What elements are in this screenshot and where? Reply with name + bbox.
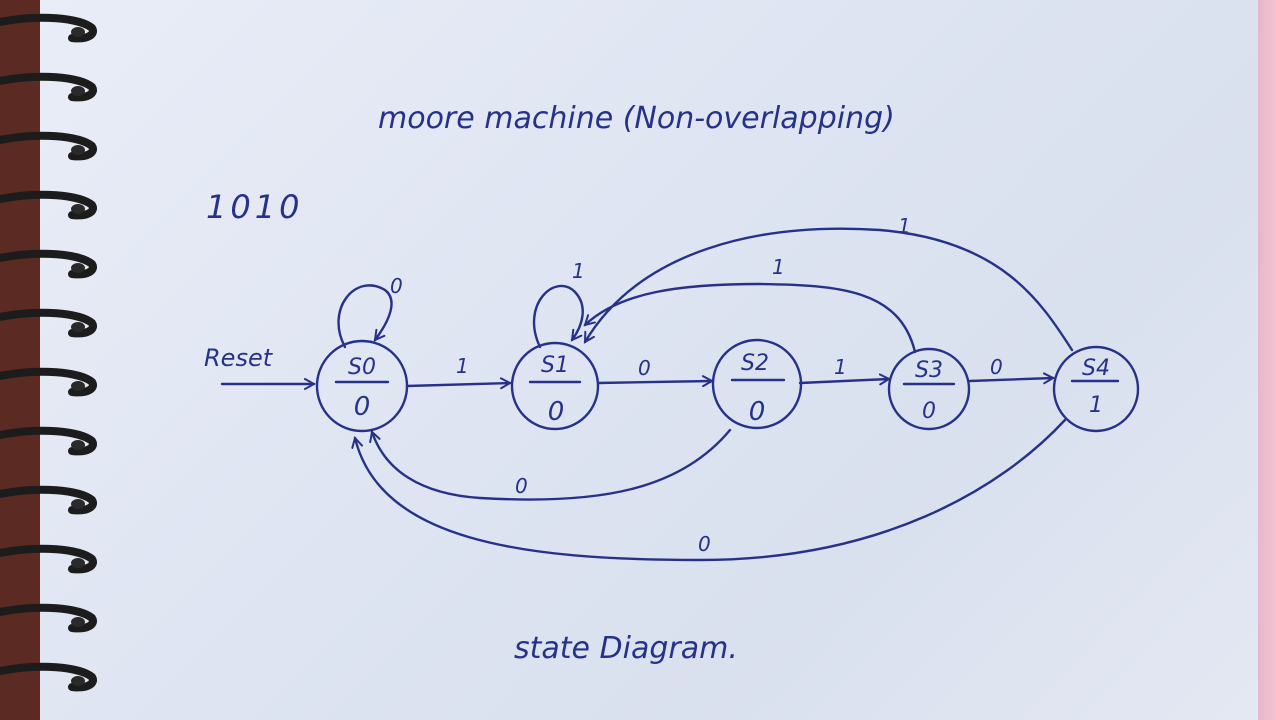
state-s3-output: 0 [922, 399, 936, 424]
state-s4: S4 1 [1052, 345, 1140, 433]
state-s0: S0 0 [315, 339, 409, 433]
spiral-hole [71, 676, 85, 686]
label-s1-s2: 0 [638, 356, 651, 380]
edge-s1-s2 [596, 381, 712, 383]
spiral-ring [0, 72, 97, 102]
edge-s2-s0 [372, 428, 732, 501]
notebook-page [40, 0, 1262, 720]
spiral-ring [0, 544, 97, 574]
state-s1: S1 0 [510, 341, 600, 431]
spiral-binding [0, 13, 97, 692]
spiral-hole [71, 440, 85, 450]
sequence-label: 1010 [206, 188, 303, 226]
state-s2-name: S2 [741, 351, 769, 376]
spiral-ring [0, 485, 97, 515]
edge-s0-s1 [405, 383, 510, 386]
state-s2-output: 0 [749, 397, 766, 427]
state-s4-name: S4 [1082, 356, 1110, 381]
spiral-hole [71, 617, 85, 627]
label-s4-s0: 0 [698, 532, 711, 556]
state-s0-output: 0 [354, 392, 371, 422]
spiral-hole [71, 204, 85, 214]
spiral-hole [71, 499, 85, 509]
edge-s4-s0 [355, 418, 1067, 562]
diagram-title: moore machine (Non-overlapping) [378, 101, 895, 136]
spiral-ring [0, 603, 97, 633]
state-s3-name: S3 [915, 358, 943, 383]
spiral-ring [0, 662, 97, 692]
spiral-ring [0, 249, 97, 279]
edge-s4-s1 [583, 227, 1074, 352]
state-s3: S3 0 [887, 347, 971, 431]
label-s3-s4: 0 [990, 355, 1003, 379]
spiral-hole [71, 263, 85, 273]
edge-s2-s3 [798, 379, 889, 383]
reset-label: Reset [204, 344, 274, 372]
spiral-hole [71, 145, 85, 155]
spiral-ring [0, 308, 97, 338]
state-s1-name: S1 [541, 353, 569, 378]
spiral-hole [71, 322, 85, 332]
pink-background [1258, 0, 1276, 720]
label-s4-s1: 1 [898, 214, 911, 238]
spiral-hole [71, 381, 85, 391]
label-s2-s0: 0 [515, 474, 528, 498]
spiral-hole [71, 86, 85, 96]
diagram-caption: state Diagram. [514, 631, 738, 666]
edge-s3-s4 [968, 378, 1053, 381]
label-s1-s1: 1 [572, 259, 585, 283]
label-s0-s0: 0 [390, 274, 403, 298]
state-s2: S2 0 [711, 338, 803, 430]
state-s0-name: S0 [348, 355, 376, 380]
spiral-ring [0, 13, 97, 43]
spiral-ring [0, 426, 97, 456]
label-s0-s1: 1 [456, 354, 469, 378]
spiral-hole [71, 558, 85, 568]
spiral-hole [71, 27, 85, 37]
spiral-ring [0, 367, 97, 397]
state-s1-output: 0 [548, 397, 565, 427]
state-s4-output: 1 [1089, 393, 1103, 418]
edge-s3-s1 [585, 282, 917, 354]
self-loop-s1 [533, 285, 584, 349]
spiral-ring [0, 190, 97, 220]
label-s3-s1: 1 [772, 255, 785, 279]
self-loop-s0 [337, 284, 393, 349]
spiral-ring [0, 131, 97, 161]
label-s2-s3: 1 [834, 355, 847, 379]
